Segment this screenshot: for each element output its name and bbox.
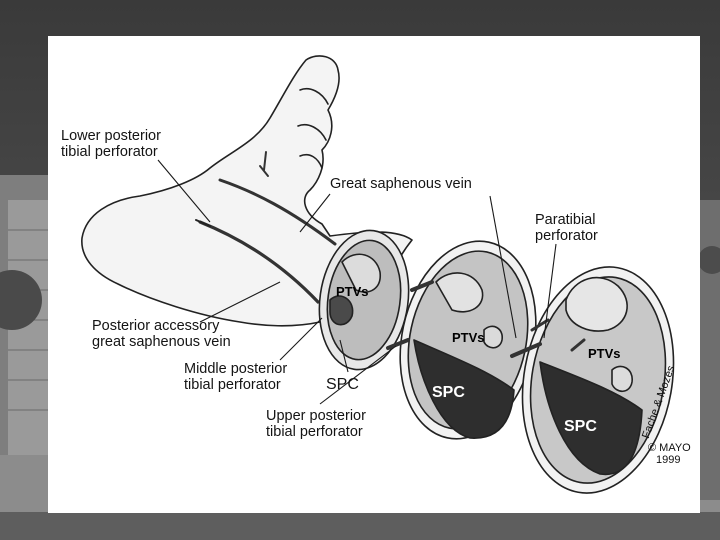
ptvs-label-3: PTVs: [588, 346, 621, 361]
middle-posterior-perforator-label: Middle posterior tibial perforator: [184, 361, 288, 393]
great-saphenous-vein-label: Great saphenous vein: [330, 176, 472, 192]
posterior-accessory-vein-label: Posterior accessory great saphenous vein: [92, 318, 231, 350]
ptvs-label-1: PTVs: [336, 284, 369, 299]
paratibial-perforator-label: Paratibial perforator: [535, 212, 598, 244]
upper-posterior-perforator-label: Upper posterior tibial perforator: [266, 408, 366, 440]
spc-dark-label-1: SPC: [432, 384, 465, 401]
ptvs-label-2: PTVs: [452, 330, 485, 345]
spc-dark-label-2: SPC: [564, 418, 597, 435]
copyright-owner: © MAYO: [648, 442, 691, 454]
spc-label: SPC: [326, 376, 359, 393]
lower-posterior-perforator-label: Lower posterior tibial perforator: [61, 128, 161, 160]
copyright-year: 1999: [656, 454, 681, 466]
